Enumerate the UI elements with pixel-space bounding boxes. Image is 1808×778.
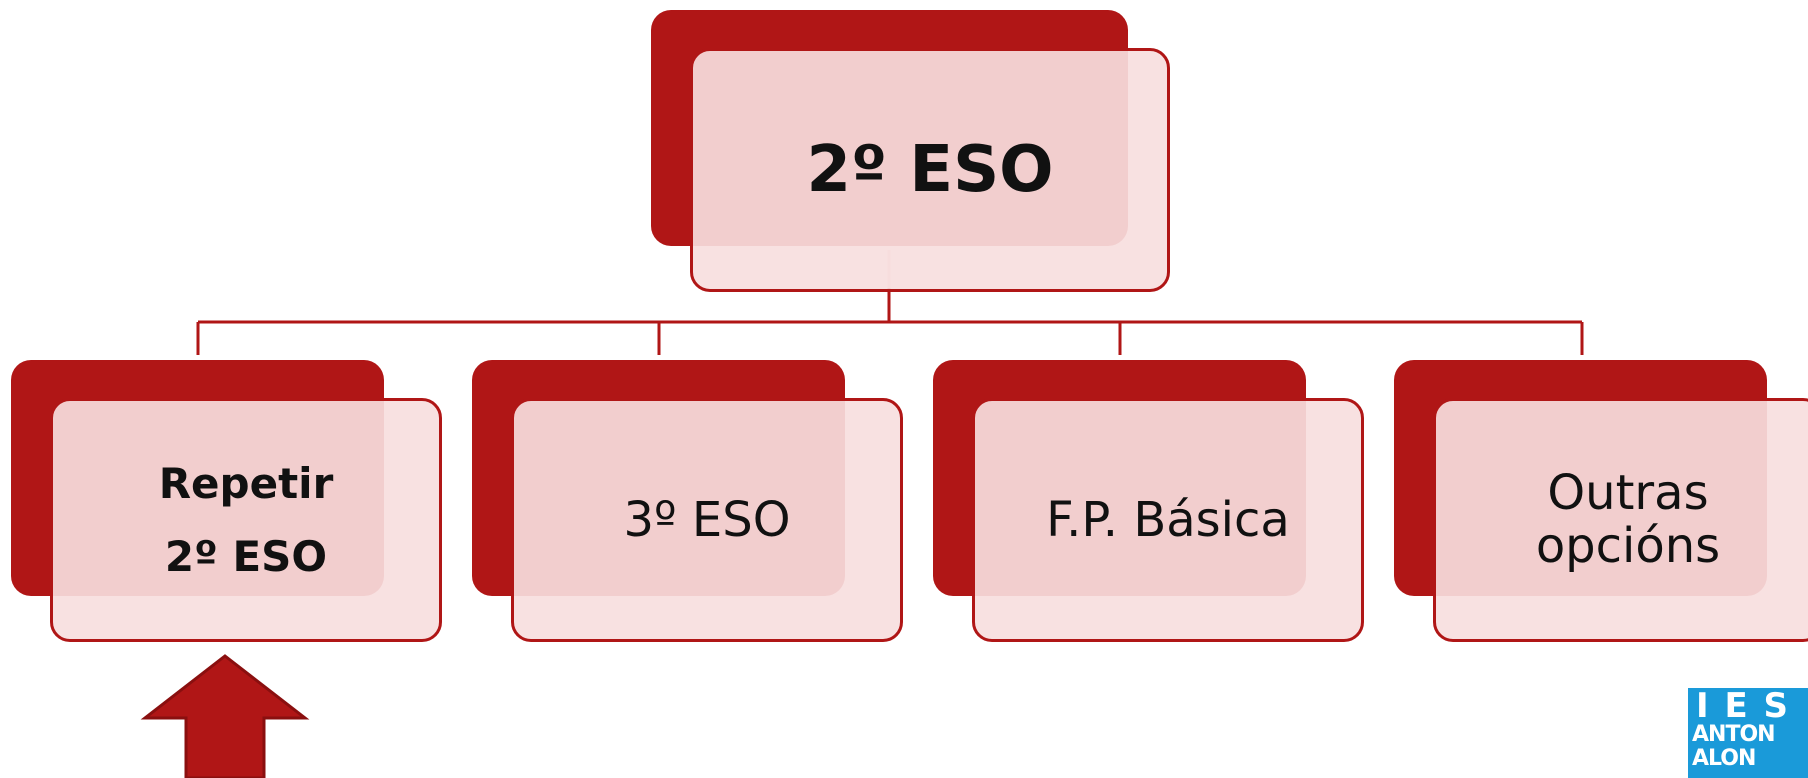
child-node-label-line: F.P. Básica [1046,491,1290,548]
child-node-label-line: opcións [1535,518,1721,574]
child-node-label-line: 2º ESO [164,532,328,581]
child-node-label-line: Outras [1547,465,1709,522]
logo-text-line1: I E S [1696,688,1791,726]
child-node-box: F.P. Básica [972,398,1364,642]
school-logo: I E S ANTON ALON [1688,688,1808,778]
child-node-label-line: 3º ESO [623,491,791,548]
child-node-box: Repetir 2º ESO [50,398,442,642]
root-node-box: 2º ESO [690,48,1170,292]
child-node-box: Outras opcións [1433,398,1808,642]
logo-text-line2: ANTON [1692,722,1776,747]
logo-text-line3: ALON [1692,746,1756,771]
child-node-label-line: Repetir [158,458,334,508]
up-arrow-icon [140,654,310,778]
root-node-label: 2º ESO [806,133,1054,207]
child-node-box: 3º ESO [511,398,903,642]
